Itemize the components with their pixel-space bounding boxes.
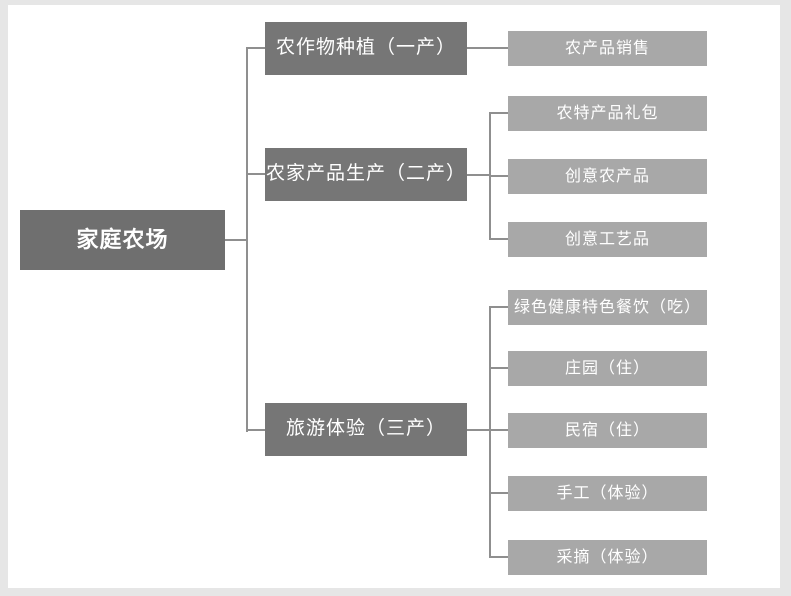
connector-spine2-to-leaf-4 [491, 238, 508, 240]
branch-node-farm-product-production: 农家产品生产（二产） [265, 148, 467, 201]
leaf-node-picking-experience: 采摘（体验） [508, 540, 707, 575]
connector-spine-to-branch-1 [248, 47, 265, 49]
leaf-node-handcraft-experience: 手工（体验） [508, 476, 707, 511]
connector-spine3-to-leaf-6 [491, 367, 508, 369]
connector-spine3-to-leaf-5 [491, 306, 508, 308]
diagram-canvas: 家庭农场 农作物种植（一产） 农家产品生产（二产） 旅游体验（三产） 农产品销售… [8, 5, 780, 588]
leaf-node-creative-crafts: 创意工艺品 [508, 222, 707, 257]
connector-branch3-to-spine3 [467, 429, 490, 431]
leaf-node-produce-sales: 农产品销售 [508, 31, 707, 66]
leaf-node-green-healthy-dining: 绿色健康特色餐饮（吃） [508, 290, 707, 325]
root-node-family-farm: 家庭农场 [20, 210, 225, 270]
connector-spine2-to-leaf-2 [491, 112, 508, 114]
connector-root-to-spine [225, 239, 247, 241]
connector-branch3-spine [489, 306, 491, 558]
connector-branch2-spine [489, 112, 491, 240]
connector-branch2-to-spine2 [467, 174, 490, 176]
leaf-node-creative-farm-products: 创意农产品 [508, 159, 707, 194]
connector-spine2-to-leaf-3 [491, 175, 508, 177]
connector-spine3-to-leaf-9 [491, 556, 508, 558]
leaf-node-homestay: 民宿（住） [508, 413, 707, 448]
branch-node-crop-planting: 农作物种植（一产） [265, 22, 467, 75]
leaf-node-specialty-gift-pack: 农特产品礼包 [508, 96, 707, 131]
connector-spine-to-branch-2 [248, 173, 265, 175]
connector-main-spine [246, 47, 248, 432]
connector-spine-to-branch-3 [248, 429, 265, 431]
connector-branch1-to-leaf-1 [467, 47, 508, 49]
connector-spine3-to-leaf-7 [491, 429, 508, 431]
connector-spine3-to-leaf-8 [491, 492, 508, 494]
branch-node-tourism-experience: 旅游体验（三产） [265, 403, 467, 456]
leaf-node-manor-stay: 庄园（住） [508, 351, 707, 386]
